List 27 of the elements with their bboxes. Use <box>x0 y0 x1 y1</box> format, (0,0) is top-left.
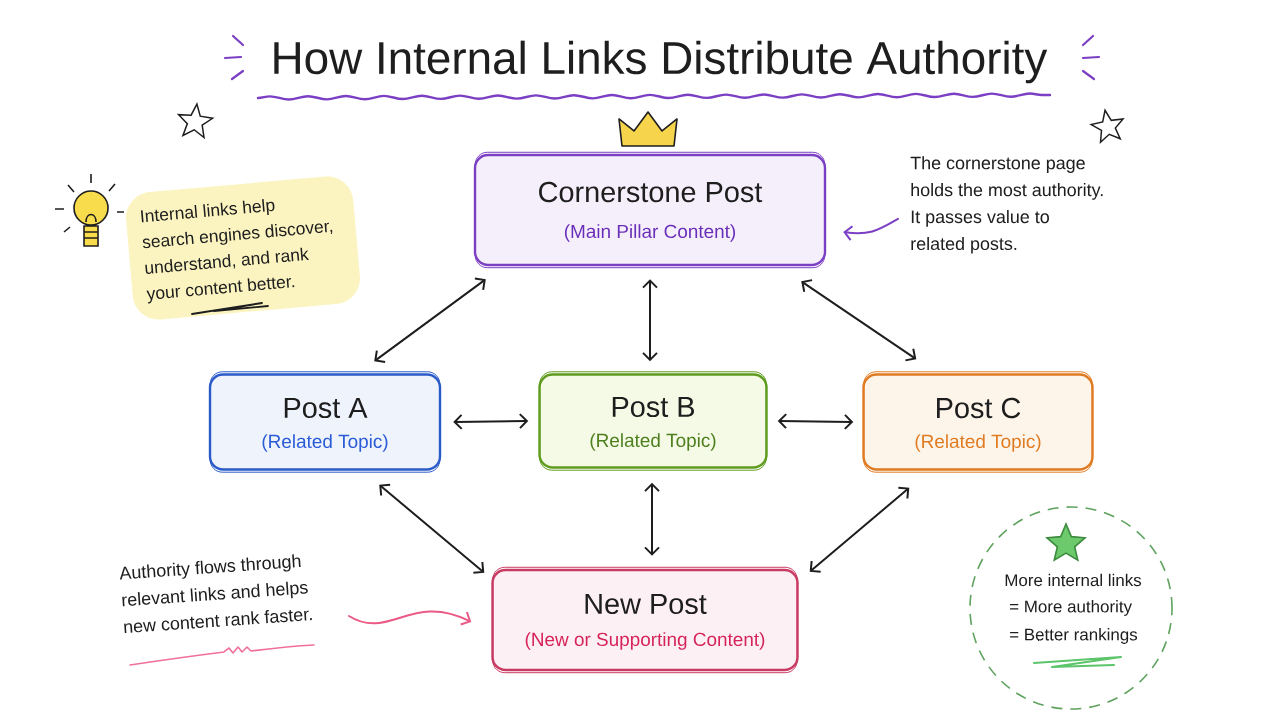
double-arrow <box>453 413 529 430</box>
title: How Internal Links Distribute Authority <box>274 40 1048 84</box>
circle-text: = More authority <box>1010 600 1132 616</box>
box-subtitle: (Main Pillar Content) <box>564 224 736 242</box>
double-arrow <box>644 482 660 556</box>
box-title: Post A <box>284 397 368 419</box>
double-arrow <box>801 279 917 362</box>
circle-text: More internal links <box>1005 573 1142 587</box>
double-arrow <box>379 483 485 574</box>
double-arrow <box>374 277 486 363</box>
note-text: The cornerstone page holds the most authority. It passes value to related posts. <box>910 156 1103 254</box>
curved-arrow <box>843 217 899 242</box>
note-text: Authority flows through relevant links and helps new content rank faster. <box>119 554 312 634</box>
double-arrow <box>642 279 658 362</box>
circle-text: = Better rankings <box>1010 628 1138 644</box>
box-subtitle: (Related Topic) <box>590 433 716 451</box>
box-subtitle: (New or Supporting Content) <box>525 632 765 650</box>
box-title: Post B <box>612 396 694 418</box>
box-title: Cornerstone Post <box>539 181 763 203</box>
box-title: New Post <box>585 593 707 615</box>
box-subtitle: (Related Topic) <box>915 434 1041 452</box>
box-subtitle: (Related Topic) <box>262 434 388 452</box>
double-arrow <box>809 486 910 573</box>
highlighted-note: Internal links help search engines discover, understand, and rank your content better. <box>140 199 333 304</box>
box-title: Post C <box>937 397 1021 419</box>
curved-arrow <box>347 610 472 626</box>
double-arrow <box>777 413 854 430</box>
